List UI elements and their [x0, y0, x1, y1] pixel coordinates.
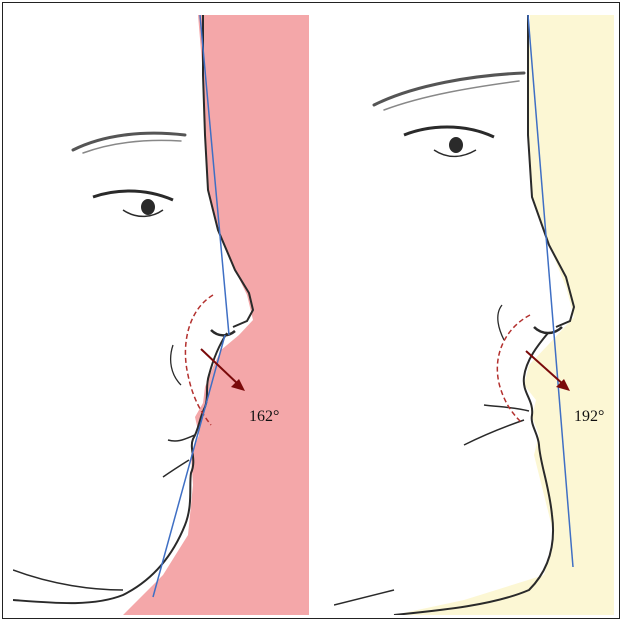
left-profile-panel: 162°: [13, 15, 309, 615]
right-profile-drawing: [334, 15, 614, 615]
left-profile-drawing: [13, 15, 309, 615]
right-angle-label: 192°: [574, 409, 604, 425]
right-profile-panel: 192°: [334, 15, 614, 615]
right-eye-pupil: [449, 137, 463, 153]
left-eye-pupil: [141, 199, 155, 215]
left-angle-label: 162°: [249, 409, 279, 425]
